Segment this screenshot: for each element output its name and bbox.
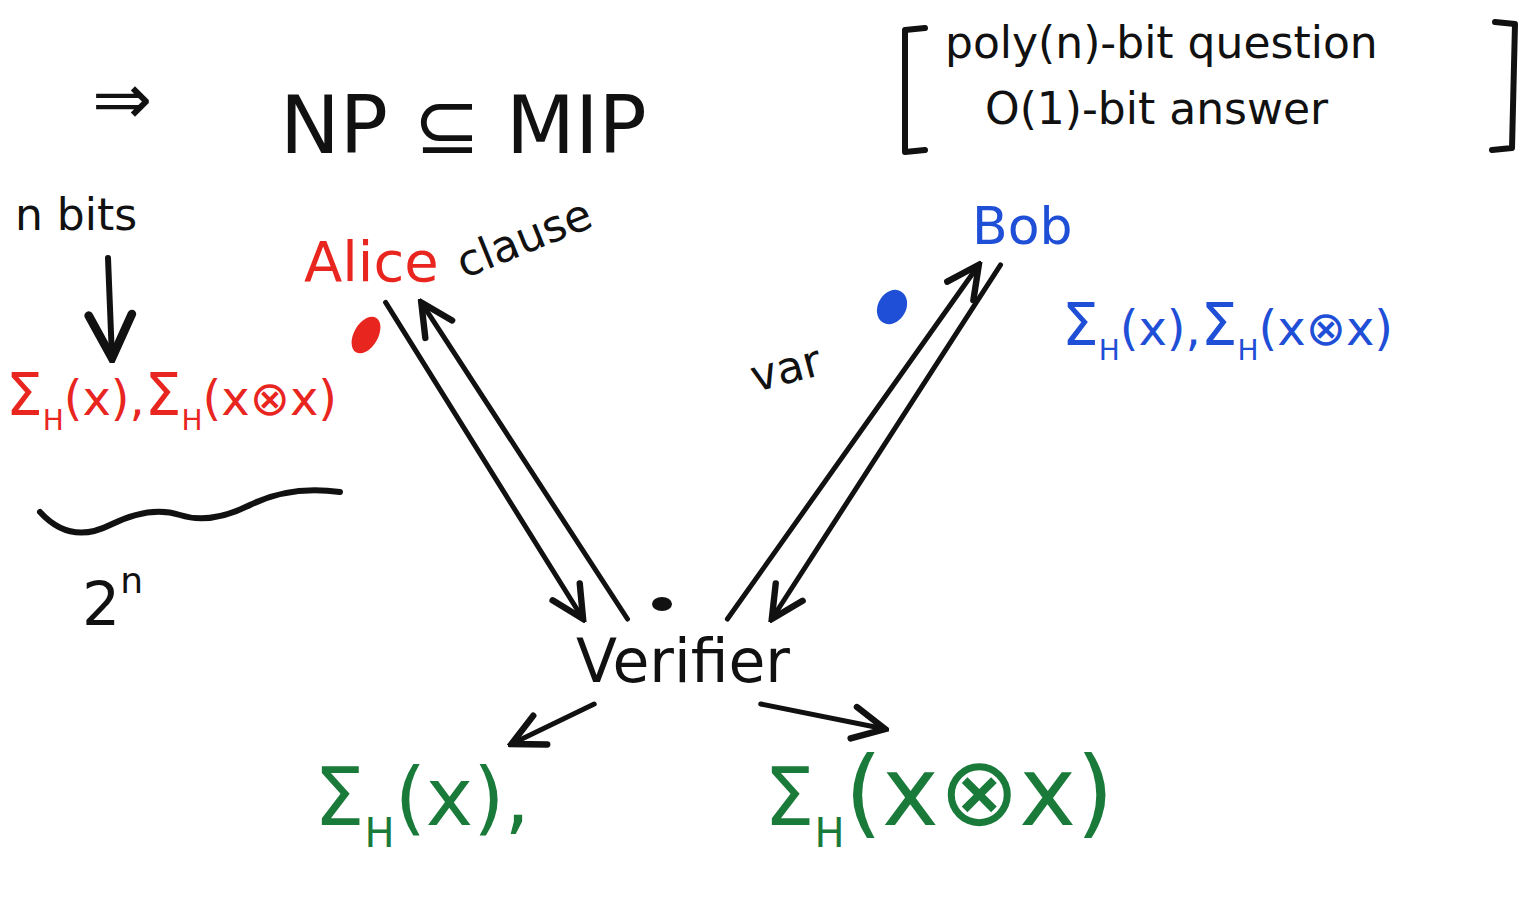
wavy-brace bbox=[40, 490, 340, 532]
encoding-term-text: H bbox=[815, 810, 845, 856]
encoding-formula-part: Σ bbox=[1201, 291, 1238, 359]
verifier-name: Verifier bbox=[572, 625, 794, 698]
message-arrow bbox=[511, 704, 594, 744]
encoding-term-text: Σ bbox=[314, 751, 365, 844]
question-spec-part: poly(n)-bit question bbox=[945, 17, 1378, 68]
encoding-term-text: H bbox=[365, 810, 395, 856]
encoding-formula: ΣH(x),ΣH(x⊗x) bbox=[6, 362, 337, 438]
encoding-term-text: Σ bbox=[764, 751, 815, 844]
message-label: var bbox=[745, 335, 827, 402]
player-name: Alice bbox=[300, 228, 443, 296]
complexity-class-part: NP ⊆ MIP bbox=[280, 79, 647, 172]
message-arrow bbox=[386, 302, 583, 619]
implies-symbol-part: ⇒ bbox=[92, 57, 152, 141]
message-arrow bbox=[727, 265, 978, 619]
encoding-formula-part: H bbox=[1099, 334, 1120, 367]
bob-dot bbox=[871, 284, 913, 329]
bit-count: n bits bbox=[15, 190, 137, 241]
bit-count-part: n bits bbox=[15, 189, 137, 240]
encoding-formula-part: H bbox=[182, 404, 203, 437]
verifier-name-text: Verifier bbox=[576, 626, 790, 696]
encoding-term: ΣH(x⊗x) bbox=[760, 735, 1118, 858]
size-expression-part: n bbox=[120, 560, 143, 601]
encoding-formula-part: (x), bbox=[1120, 300, 1201, 356]
size-expression-part: 2 bbox=[82, 569, 120, 639]
encoding-formula-part: H bbox=[1238, 334, 1259, 367]
message-label: clause bbox=[449, 189, 599, 289]
message-arrow bbox=[421, 302, 627, 619]
bracket bbox=[905, 28, 925, 152]
encoding-formula-part: Σ bbox=[6, 361, 43, 429]
player-name-text: Bob bbox=[972, 196, 1073, 256]
encoding-term-text: (x⊗x) bbox=[845, 736, 1114, 848]
bracket bbox=[1492, 22, 1515, 150]
message-arrow bbox=[772, 265, 1001, 619]
encoding-formula-part: H bbox=[43, 404, 64, 437]
down-arrow bbox=[108, 258, 112, 358]
alice-dot bbox=[346, 312, 387, 359]
answer-spec-part: O(1)-bit answer bbox=[985, 83, 1328, 134]
encoding-formula-part: (x), bbox=[64, 370, 145, 426]
question-spec: poly(n)-bit question bbox=[945, 18, 1378, 69]
player-name-text: Alice bbox=[304, 229, 439, 294]
encoding-term-text: (x), bbox=[395, 751, 530, 844]
verifier-dot bbox=[652, 597, 672, 611]
encoding-formula-part: Σ bbox=[1062, 291, 1099, 359]
size-expression: 2n bbox=[82, 560, 143, 639]
encoding-formula-part: Σ bbox=[145, 361, 182, 429]
player-name: Bob bbox=[968, 195, 1077, 259]
encoding-formula-part: (x⊗x) bbox=[203, 370, 337, 426]
encoding-formula: ΣH(x),ΣH(x⊗x) bbox=[1062, 292, 1393, 368]
answer-spec: O(1)-bit answer bbox=[985, 84, 1328, 135]
encoding-formula-part: (x⊗x) bbox=[1259, 300, 1393, 356]
implies-symbol: ⇒ bbox=[92, 58, 152, 141]
encoding-term: ΣH(x), bbox=[310, 750, 534, 858]
message-arrow bbox=[761, 704, 885, 729]
complexity-class: NP ⊆ MIP bbox=[280, 80, 647, 172]
